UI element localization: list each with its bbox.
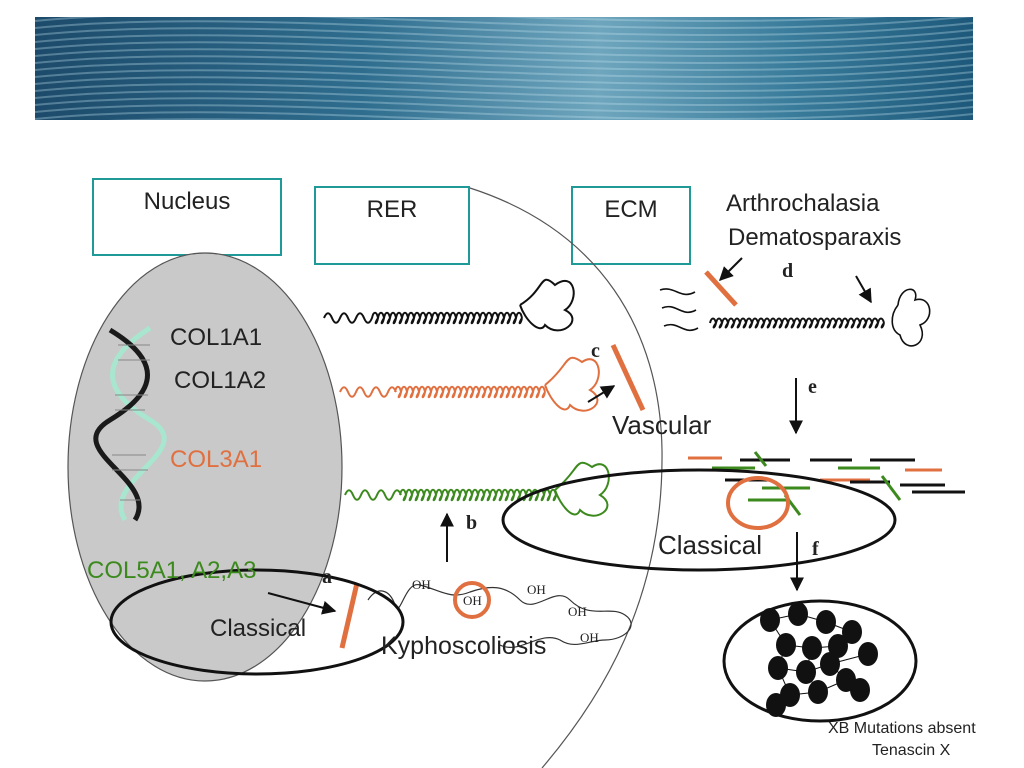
- highlight-circle-oh: [453, 581, 491, 619]
- banner-fibre: [35, 97, 973, 114]
- fibril-node: [760, 608, 780, 632]
- type-kyphoscoliosis: Kyphoscoliosis: [381, 632, 547, 660]
- type-arthrochalasia: Arthrochalasia: [726, 190, 880, 217]
- banner-fibre: [35, 48, 973, 65]
- type-vascular: Vascular: [612, 410, 712, 440]
- mutation-bar-c: [610, 343, 646, 412]
- oh-label-2: OH: [463, 593, 482, 608]
- banner-fibre: [35, 20, 973, 37]
- fibril-node: [828, 634, 848, 658]
- banner-fibre: [490, 17, 888, 23]
- fibril-node: [802, 636, 822, 660]
- fibril-network: [760, 602, 878, 717]
- classical-ellipse-nucleus: [109, 568, 405, 676]
- footer-line-1: XB Mutations absent: [828, 720, 976, 737]
- step-a: a: [322, 566, 332, 588]
- oh-label-5: OH: [580, 630, 599, 645]
- footer-line-2: Tenascin X: [872, 742, 951, 759]
- nucleus-label: Nucleus: [143, 188, 231, 215]
- fibril-node: [808, 680, 828, 704]
- mutation-bar-d: [704, 270, 738, 307]
- step-f: f: [812, 538, 819, 560]
- banner-fibre: [35, 104, 973, 120]
- fibril-node: [820, 652, 840, 676]
- fibril-node: [768, 656, 788, 680]
- oh-label-4: OH: [568, 604, 587, 619]
- banner-fibre: [106, 118, 302, 120]
- header-banner: [35, 17, 973, 120]
- banner-fibre: [35, 62, 973, 79]
- gene-col5: COL5A1, A2,A3: [87, 557, 257, 584]
- fibril-node: [850, 678, 870, 702]
- arrow-a: [267, 592, 337, 615]
- procollagen-orange: [339, 356, 600, 412]
- gene-col3a1: COL3A1: [170, 446, 263, 473]
- banner-fibre: [35, 111, 973, 120]
- procollagen-ecm: [659, 288, 931, 347]
- ecm-section-box: ECM: [571, 186, 691, 265]
- arrow-d-left: [719, 257, 743, 281]
- classical-ellipse-ecm: [501, 468, 897, 572]
- banner-fibre: [35, 90, 973, 107]
- step-b: b: [466, 512, 478, 534]
- procollagen-green: [344, 461, 610, 517]
- banner-texture: [35, 17, 973, 120]
- highlight-circle-ecm: [726, 476, 790, 530]
- oh-label-1: OH: [412, 577, 431, 592]
- arrow-d-right: [855, 275, 872, 304]
- fibril-node: [796, 660, 816, 684]
- type-classical-ecm: Classical: [658, 530, 763, 560]
- dna-helix-icon: [93, 325, 167, 522]
- ecm-label: ECM: [604, 196, 658, 223]
- banner-fibre: [35, 27, 973, 44]
- rer-label: RER: [366, 196, 418, 223]
- fibril-node: [842, 620, 862, 644]
- kyphoscoliosis-chain: [367, 584, 632, 648]
- fibril-node: [766, 693, 786, 717]
- banner-fibre: [35, 34, 973, 51]
- type-classical-nucleus: Classical: [210, 615, 307, 642]
- banner-fibre: [35, 41, 973, 58]
- rer-section-box: RER: [314, 186, 470, 265]
- gene-col1a1: COL1A1: [170, 324, 263, 351]
- type-dermatosparaxis: Dematosparaxis: [728, 224, 902, 251]
- nucleus-section-box: Nucleus: [92, 178, 282, 256]
- fibril-node: [776, 633, 796, 657]
- mutation-bar-a: [339, 582, 360, 649]
- banner-fibre: [35, 17, 973, 30]
- fibril-node: [816, 610, 836, 634]
- banner-fibre: [35, 55, 973, 72]
- procollagen-black: [323, 278, 575, 332]
- fibril-network-ellipse: [722, 599, 918, 723]
- step-e: e: [808, 376, 817, 398]
- gene-col1a2: COL1A2: [174, 367, 267, 394]
- arrow-c: [587, 385, 616, 403]
- fibril-node: [858, 642, 878, 666]
- banner-fibre: [35, 76, 973, 93]
- oh-label-3: OH: [527, 582, 546, 597]
- banner-fibre: [35, 83, 973, 100]
- step-d: d: [782, 260, 794, 282]
- step-c: c: [591, 340, 600, 362]
- fibril-node: [788, 602, 808, 626]
- cell-membrane-arc: [469, 187, 663, 768]
- banner-fibre: [35, 69, 973, 86]
